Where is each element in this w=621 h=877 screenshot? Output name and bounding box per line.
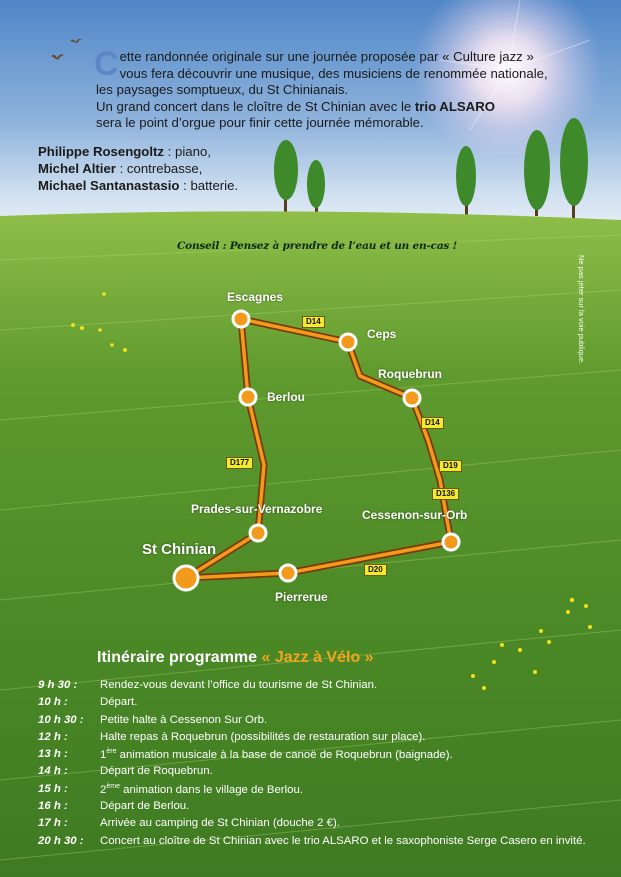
musician-item: Michael Santanastasio : batterie. bbox=[38, 178, 239, 193]
schedule-row: 14 h :Départ de Roquebrun. bbox=[38, 765, 213, 778]
flowers bbox=[71, 292, 592, 690]
town-label-berlou: Berlou bbox=[267, 390, 306, 404]
town-label-cessenon: Cessenon-sur-Orb bbox=[362, 508, 468, 522]
road-label-d19: D19 bbox=[439, 460, 462, 472]
route-map bbox=[172, 309, 461, 592]
schedule-row: 13 h :1ère animation musicale à la base … bbox=[38, 748, 453, 761]
schedule-row: 12 h :Halte repas à Roquebrun (possibili… bbox=[38, 730, 426, 743]
cypress-trees bbox=[274, 118, 588, 218]
musician-item: Philippe Rosengoltz : piano, bbox=[38, 144, 211, 159]
node-st-chinian bbox=[172, 564, 200, 592]
road-label-d20: D20 bbox=[364, 564, 387, 576]
musicians-list: Philippe Rosengoltz : piano, Michel Alti… bbox=[38, 144, 238, 195]
node-pierrerue bbox=[278, 563, 298, 583]
road-label-d177: D177 bbox=[226, 457, 254, 469]
road-label-d14-east: D14 bbox=[421, 417, 444, 429]
schedule-row: 9 h 30 :Rendez-vous devant l’office du t… bbox=[38, 679, 378, 691]
program-schedule: 9 h 30 :Rendez-vous devant l’office du t… bbox=[38, 679, 608, 852]
node-berlou bbox=[238, 387, 258, 407]
schedule-row: 15 h :2ème animation dans le village de … bbox=[38, 782, 303, 796]
node-prades bbox=[248, 523, 268, 543]
recycling-notice: Ne pas jeter sur la voie publique. bbox=[577, 255, 586, 365]
town-label-roquebrun: Roquebrun bbox=[378, 367, 442, 381]
town-label-prades: Prades-sur-Vernazobre bbox=[191, 502, 323, 516]
drop-cap: C bbox=[94, 45, 119, 83]
town-label-ceps: Ceps bbox=[367, 327, 397, 341]
road-label-d136: D136 bbox=[432, 488, 460, 500]
birds-icon bbox=[51, 38, 82, 60]
node-roquebrun bbox=[402, 388, 422, 408]
road-label-d14-north: D14 bbox=[302, 316, 325, 328]
schedule-row: 10 h 30 :Petite halte à Cessenon Sur Orb… bbox=[38, 713, 268, 726]
sun-glow bbox=[413, 0, 603, 165]
advice-note: Conseil : Pensez à prendre de l’eau et u… bbox=[177, 240, 457, 252]
town-label-escagnes: Escagnes bbox=[227, 290, 284, 304]
program-title: Itinéraire programme « Jazz à Vélo » bbox=[97, 649, 374, 666]
node-escagnes bbox=[231, 309, 251, 329]
schedule-row: 17 h :Arrivée au camping de St Chinian (… bbox=[38, 817, 340, 830]
schedule-row: 10 h :Départ. bbox=[38, 696, 138, 709]
meadow bbox=[0, 211, 621, 877]
musician-item: Michel Altier : contrebasse, bbox=[38, 161, 203, 176]
schedule-row: 20 h 30 :Concert au cloître de St Chinia… bbox=[38, 834, 586, 847]
schedule-row: 16 h :Départ de Berlou. bbox=[38, 800, 190, 813]
node-cessenon bbox=[441, 532, 461, 552]
town-label-st-chinian: St Chinian bbox=[142, 541, 217, 558]
node-ceps bbox=[338, 332, 358, 352]
town-label-pierrerue: Pierrerue bbox=[275, 590, 328, 604]
